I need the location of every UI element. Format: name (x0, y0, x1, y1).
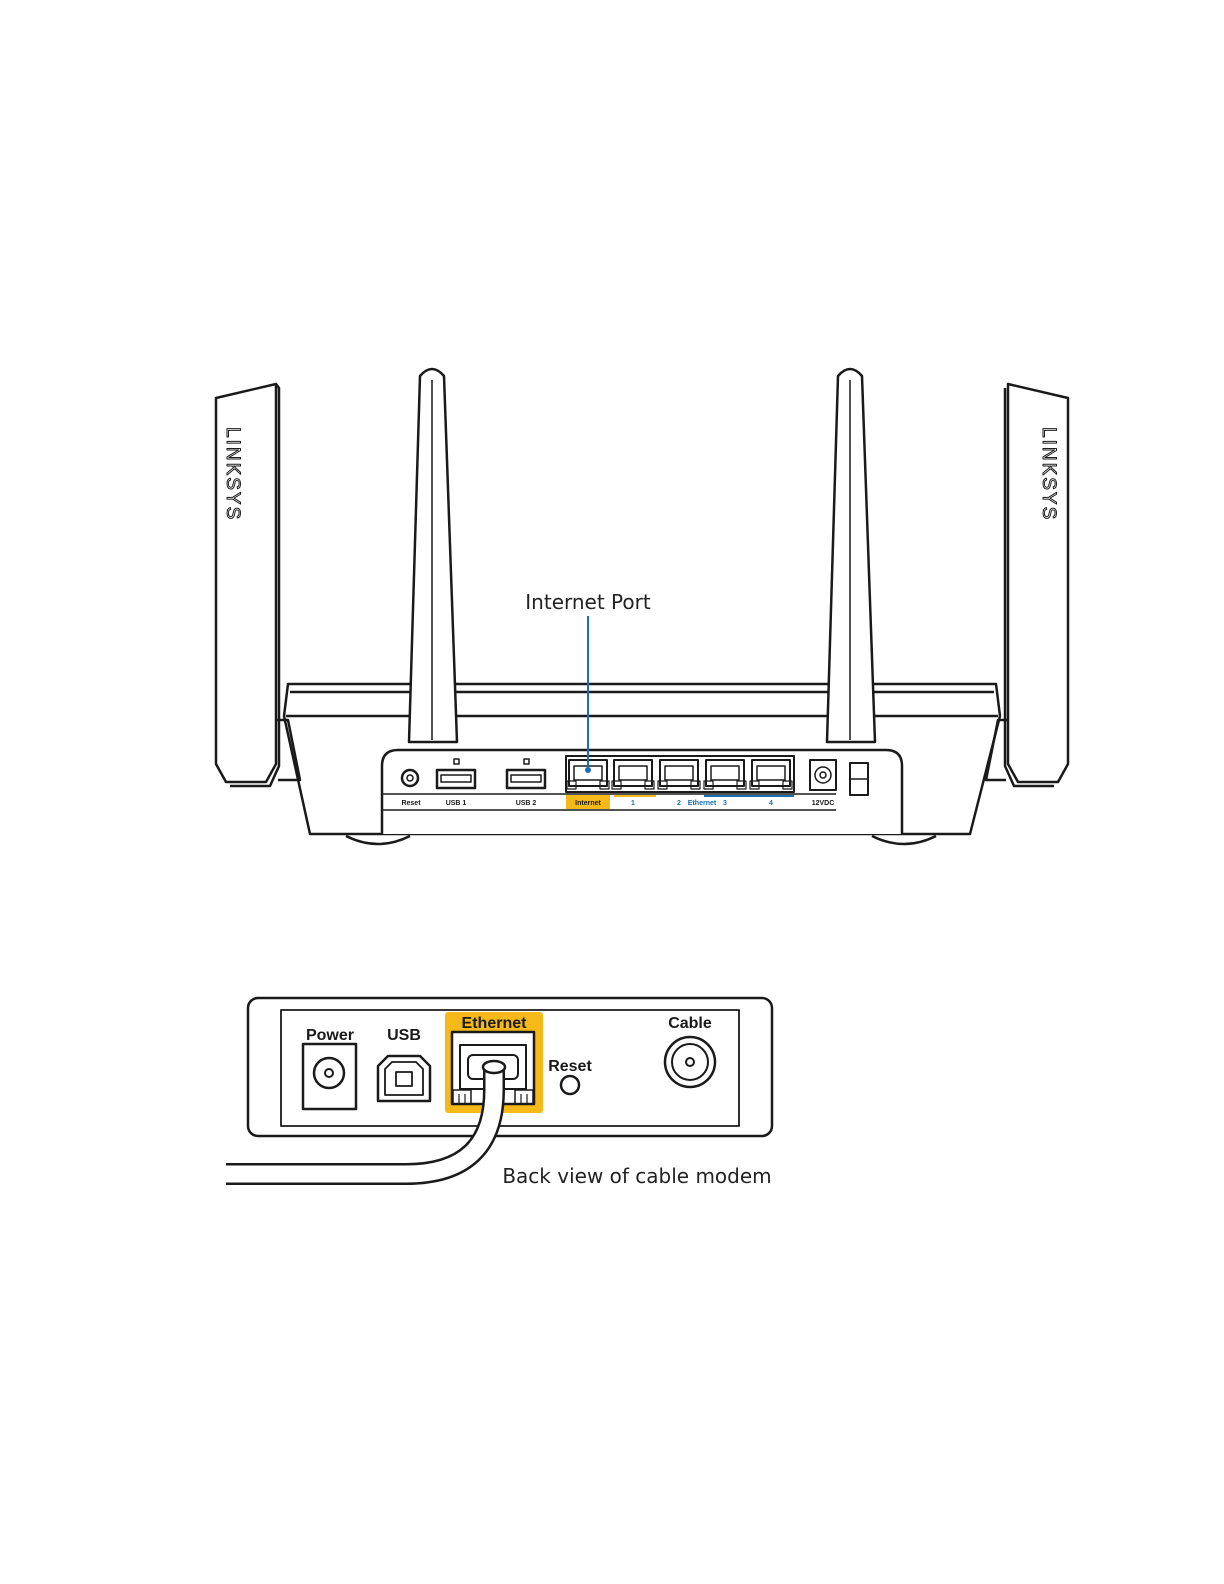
internet-port-callout-dot (585, 767, 591, 773)
modem-reset-button (561, 1076, 579, 1094)
modem-label-ethernet: Ethernet (462, 1015, 528, 1032)
left-flat-antenna: LINKSYS (216, 384, 279, 786)
left-pole-antenna (409, 369, 457, 742)
modem-power-jack (303, 1044, 356, 1109)
modem-cable-connector (665, 1037, 715, 1087)
internet-port-callout: Internet Port (525, 590, 651, 614)
brand-logo-left: LINKSYS (222, 427, 243, 521)
modem-label-usb: USB (387, 1027, 421, 1044)
label-eth2: 2 (677, 800, 681, 807)
router-body (276, 684, 1008, 844)
modem-label-power: Power (306, 1027, 354, 1044)
right-flat-antenna: LINKSYS (1005, 384, 1068, 786)
label-12vdc: 12VDC (812, 800, 835, 807)
modem-caption: Back view of cable modem (502, 1164, 771, 1188)
modem-label-cable: Cable (668, 1015, 712, 1032)
modem-usb-port (378, 1056, 430, 1101)
label-eth3: 3 (723, 800, 727, 807)
label-reset: Reset (401, 800, 421, 807)
modem-label-reset: Reset (548, 1058, 592, 1075)
label-ethernet: Ethernet (688, 800, 717, 807)
label-usb1: USB 1 (446, 800, 467, 807)
right-pole-antenna (827, 369, 875, 742)
label-usb2: USB 2 (516, 800, 537, 807)
brand-logo-right: LINKSYS (1038, 427, 1059, 521)
label-eth4: 4 (769, 800, 773, 807)
label-eth1: 1 (631, 800, 635, 807)
label-internet: Internet (575, 800, 601, 807)
